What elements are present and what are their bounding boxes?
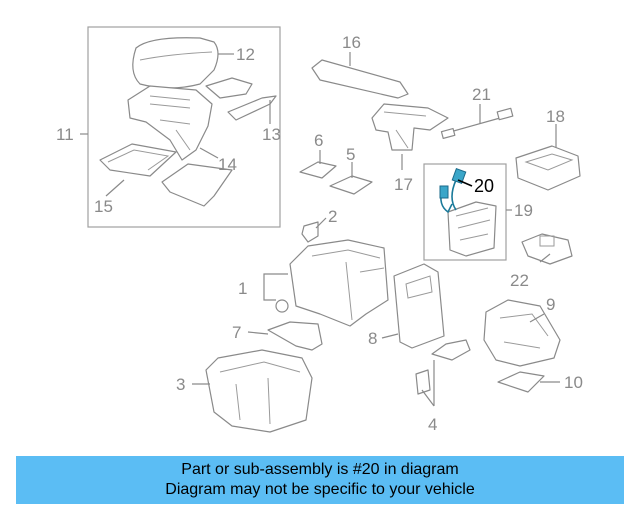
callout-13: 13 xyxy=(262,125,281,144)
callout-11: 11 xyxy=(56,125,74,144)
callout-8: 8 xyxy=(368,329,377,348)
callout-4: 4 xyxy=(428,415,437,434)
callout-1: 1 xyxy=(238,279,247,298)
callout-18: 18 xyxy=(546,107,565,126)
info-line-1: Part or sub-assembly is #20 in diagram xyxy=(181,461,459,478)
callout-14: 14 xyxy=(218,155,237,174)
part-18-module xyxy=(515,145,581,191)
part-7-bracket xyxy=(267,321,323,351)
part-17-bracket xyxy=(371,103,449,151)
armrest-assembly-box xyxy=(87,26,281,228)
callout-2: 2 xyxy=(328,207,337,226)
callout-16: 16 xyxy=(342,33,361,52)
callout-20: 20 xyxy=(474,176,494,196)
part-3-lower-housing xyxy=(205,349,313,433)
callout-17: 17 xyxy=(394,175,413,194)
callout-7: 7 xyxy=(232,323,241,342)
part-4-bracket-b xyxy=(415,369,431,395)
part-2-clip xyxy=(301,221,319,243)
part-19-receptacle xyxy=(447,201,497,257)
part-info-banner: Part or sub-assembly is #20 in diagram D… xyxy=(16,456,624,504)
part-16-trim xyxy=(311,59,409,99)
part-1-console-body xyxy=(289,239,389,327)
parts-diagram: 12 16 21 18 11 13 6 5 14 17 20 15 19 2 2… xyxy=(56,26,583,434)
part-6-pad xyxy=(299,161,337,179)
callout-3: 3 xyxy=(176,375,185,394)
part-1-plug xyxy=(275,299,289,313)
callout-6: 6 xyxy=(314,131,323,150)
callout-15: 15 xyxy=(94,197,113,216)
part-14-armrest-frame xyxy=(127,85,213,161)
part-10-pad xyxy=(497,371,545,393)
callout-5: 5 xyxy=(346,145,355,164)
part-21-cable xyxy=(440,107,514,140)
part-12-armrest-lid xyxy=(132,37,219,89)
part-22-switch xyxy=(521,233,573,265)
callout-12: 12 xyxy=(236,45,255,64)
part-storage-mat xyxy=(161,163,233,207)
callout-22: 22 xyxy=(510,271,529,290)
callout-21: 21 xyxy=(472,85,491,104)
part-4-bracket-a xyxy=(431,339,471,361)
part-20-harness xyxy=(439,168,467,214)
leader-lines xyxy=(80,52,560,407)
callout-10: 10 xyxy=(564,373,583,392)
callout-19: 19 xyxy=(514,201,533,220)
info-line-2: Diagram may not be specific to your vehi… xyxy=(165,481,475,498)
callout-9: 9 xyxy=(546,295,555,314)
part-5-pad xyxy=(329,175,373,195)
part-13-hinge xyxy=(227,95,277,121)
part-9-rear-panel xyxy=(483,299,561,367)
part-19-box xyxy=(423,163,507,261)
part-armrest-latch xyxy=(205,77,253,99)
part-8-panel xyxy=(393,263,445,349)
part-15-tray xyxy=(99,143,177,177)
